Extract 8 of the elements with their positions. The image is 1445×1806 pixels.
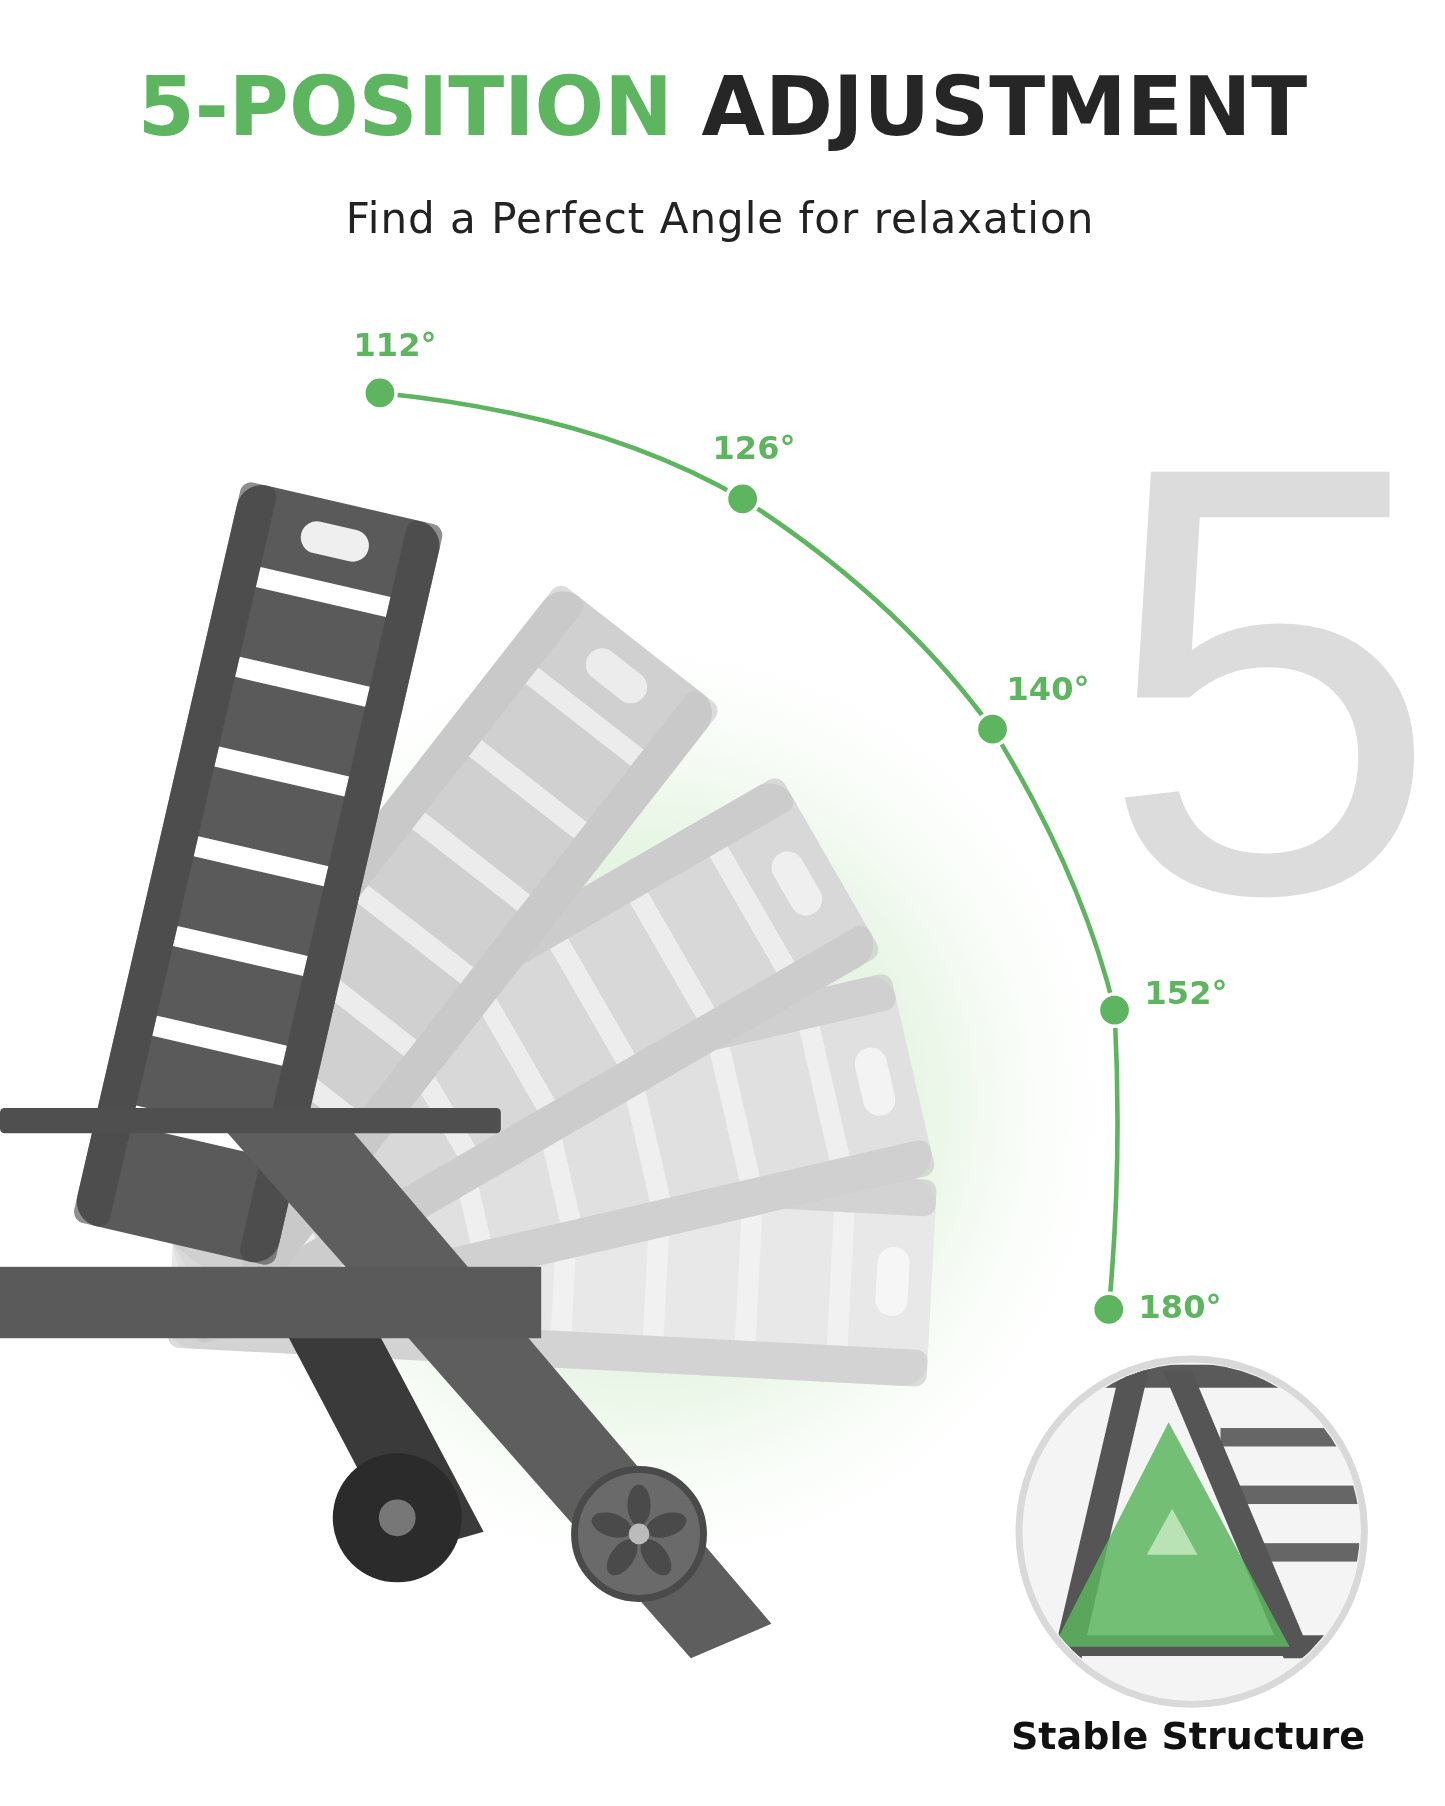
- angle-label: 112°: [353, 329, 437, 361]
- angle-label: 140°: [1006, 673, 1090, 705]
- angle-label: 152°: [1144, 977, 1228, 1009]
- title: 5-POSITION ADJUSTMENT: [137, 62, 1308, 153]
- subtitle: Find a Perfect Angle for relaxation: [345, 198, 1095, 240]
- angle-label: 126°: [712, 432, 796, 464]
- angle-label: 180°: [1138, 1291, 1222, 1323]
- inset-caption: Stable Structure: [1011, 1717, 1365, 1755]
